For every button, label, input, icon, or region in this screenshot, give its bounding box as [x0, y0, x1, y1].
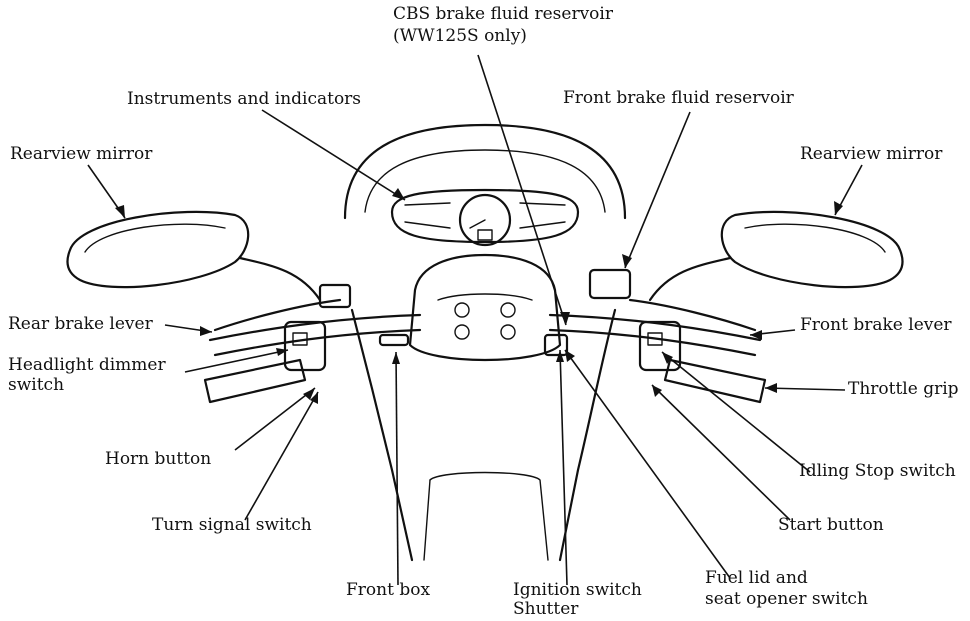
label-instruments: Instruments and indicators [127, 90, 361, 109]
left-mirror [67, 212, 248, 287]
label-front-reservoir: Front brake fluid reservoir [563, 89, 794, 108]
label-start-button: Start button [778, 516, 884, 535]
label-ignition-switch: Ignition switch [513, 581, 642, 600]
label-fuel-lid-line2: seat opener switch [705, 590, 868, 609]
front-brake-lever-shape [630, 300, 755, 330]
label-cbs-reservoir: CBS brake fluid reservoir [393, 5, 613, 24]
right-switch-housing [640, 322, 680, 370]
cbs-reservoir-shape [320, 285, 350, 307]
label-throttle-grip: Throttle grip [848, 380, 959, 399]
handlebar-right [550, 315, 760, 340]
label-rear-brake-lever: Rear brake lever [8, 315, 153, 334]
handlebar-cover [410, 255, 560, 360]
label-idling-stop-switch: Idling Stop switch [799, 462, 956, 481]
handlebar-left [210, 315, 420, 340]
right-mirror [722, 212, 903, 287]
right-mirror-stem [650, 258, 730, 300]
label-headlight-dimmer-line2: switch [8, 376, 64, 395]
body-lower [352, 310, 412, 560]
label-mirror-right: Rearview mirror [800, 145, 942, 164]
body-lower-right [560, 310, 615, 560]
label-mirror-left: Rearview mirror [10, 145, 152, 164]
left-mirror-stem [240, 258, 320, 300]
label-horn-button: Horn button [105, 450, 211, 469]
label-headlight-dimmer-line1: Headlight dimmer [8, 356, 166, 375]
front-cowl-inner [365, 150, 605, 212]
arrowheads [115, 188, 843, 404]
front-cowl [345, 125, 625, 218]
left-grip [205, 360, 305, 402]
label-fuel-lid-line1: Fuel lid and [705, 569, 808, 588]
instrument-cluster [392, 190, 578, 242]
rear-brake-lever-shape [215, 300, 340, 330]
label-front-brake-lever: Front brake lever [800, 316, 952, 335]
label-turn-signal-switch: Turn signal switch [152, 516, 312, 535]
front-box-shape [380, 335, 408, 345]
front-reservoir-shape [590, 270, 630, 298]
label-shutter: Shutter [513, 600, 578, 619]
label-cbs-reservoir-note: (WW125S only) [393, 27, 527, 46]
body-panel [430, 473, 548, 561]
leader-lines [88, 55, 862, 585]
label-front-box: Front box [346, 581, 430, 600]
